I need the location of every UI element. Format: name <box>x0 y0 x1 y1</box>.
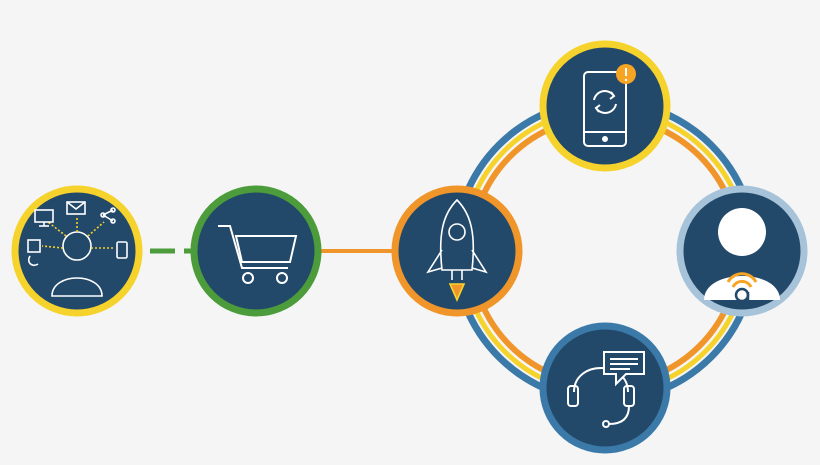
node-support <box>539 322 671 454</box>
shopping-cart-icon <box>218 225 298 284</box>
node-shopping-cart <box>190 185 322 317</box>
user-wifi-badge-icon <box>704 208 780 303</box>
person-with-channels-icon <box>27 201 128 297</box>
rocket-icon <box>426 198 488 302</box>
headset-chat-icon <box>567 351 645 428</box>
node-user-profile <box>676 185 808 317</box>
mobile-sync-alert-icon <box>583 71 627 147</box>
node-customer-channels <box>11 185 143 317</box>
node-launch <box>391 185 523 317</box>
node-mobile-notification <box>539 40 671 172</box>
